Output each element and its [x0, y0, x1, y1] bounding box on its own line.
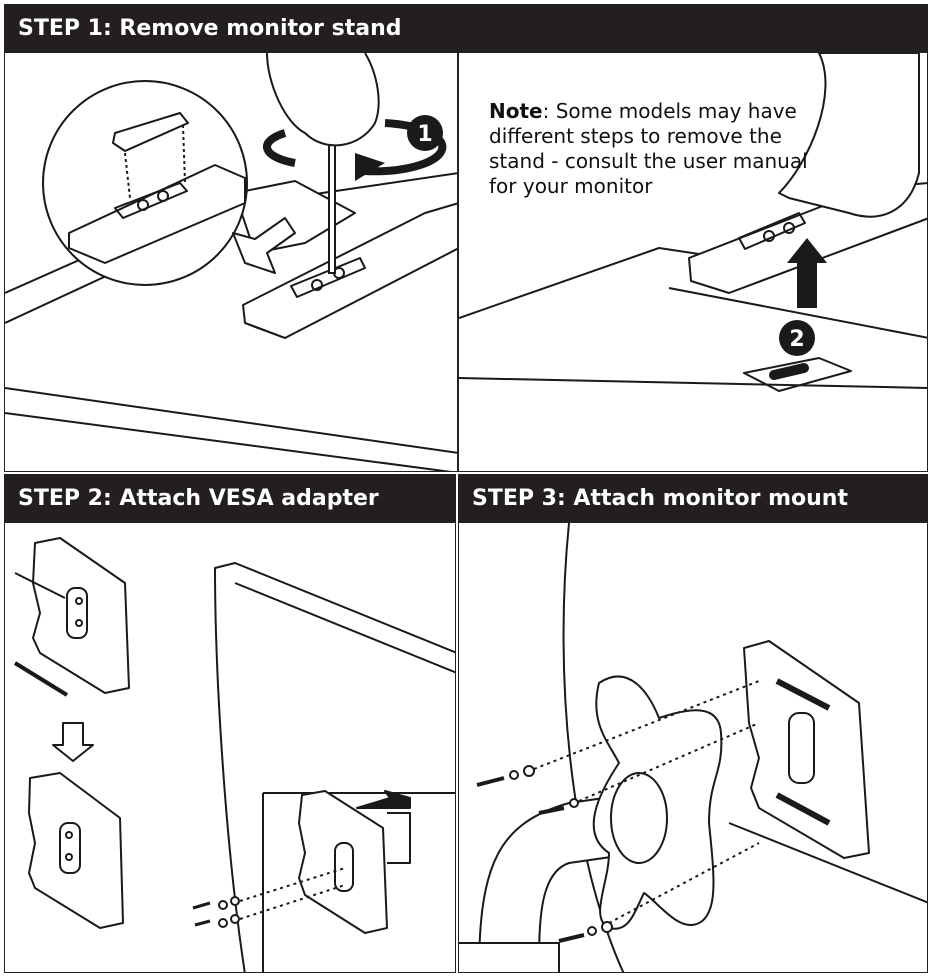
- note-text: Note: Some models may have different ste…: [489, 99, 829, 199]
- right-arrow-icon: [356, 790, 411, 809]
- svg-text:1: 1: [417, 122, 432, 147]
- step2-title: STEP 2: Attach VESA adapter: [18, 486, 379, 511]
- monitor-back-illustration: 1: [5, 53, 457, 471]
- screw-icon: [476, 776, 585, 943]
- step1-right-illustration: 2 Note: Some models may have different s…: [458, 52, 928, 472]
- step1-header: STEP 1: Remove monitor stand: [4, 4, 928, 52]
- screw-icon: [192, 901, 211, 927]
- note-body: : Some models may have different steps t…: [489, 99, 808, 198]
- washer-icon: [509, 765, 613, 936]
- step3-header: STEP 3: Attach monitor mount: [458, 474, 928, 522]
- up-arrow-icon: [787, 238, 827, 308]
- step1-left-illustration: 1: [4, 52, 458, 472]
- svg-text:2: 2: [789, 327, 804, 352]
- step3-illustration: [458, 522, 928, 973]
- down-arrow-icon: [52, 722, 94, 762]
- washer-icon: [218, 896, 240, 928]
- step-badge-1: 1: [407, 115, 443, 151]
- step2-header: STEP 2: Attach VESA adapter: [4, 474, 456, 522]
- step3-title: STEP 3: Attach monitor mount: [472, 486, 848, 511]
- step1-title: STEP 1: Remove monitor stand: [18, 16, 402, 41]
- step-badge-2: 2: [779, 320, 815, 356]
- step2-illustration: [4, 522, 456, 973]
- note-label: Note: [489, 99, 543, 123]
- stand-lift-illustration: 2: [459, 53, 927, 392]
